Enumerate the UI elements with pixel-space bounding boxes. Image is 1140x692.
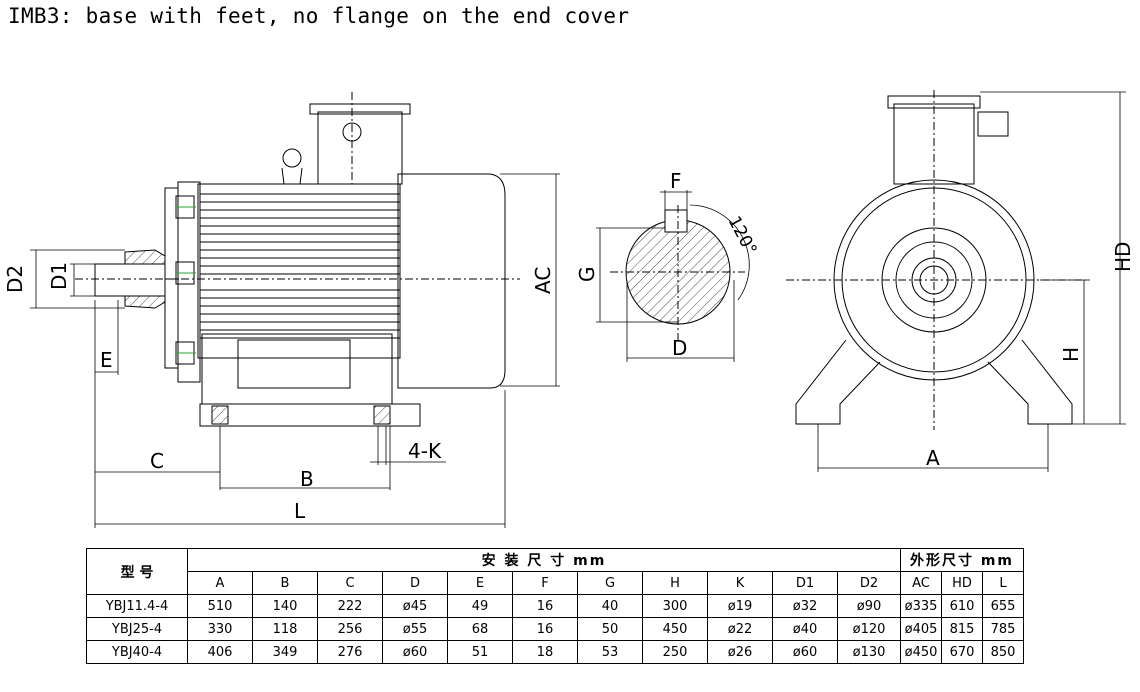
terminal-box	[317, 111, 403, 185]
value-cell: 785	[982, 617, 1024, 641]
value-cell: 18	[512, 640, 578, 664]
value-cell: ø60	[382, 640, 448, 664]
cooling-fins	[197, 183, 401, 359]
base	[201, 333, 393, 405]
value-cell: ø55	[382, 617, 448, 641]
label-e: E	[100, 348, 113, 372]
lifting-eye	[282, 148, 302, 168]
column-header: K	[707, 571, 773, 595]
value-cell: 670	[941, 640, 983, 664]
end-shield	[177, 181, 201, 383]
model-header: 型 号	[86, 548, 188, 595]
value-cell: ø60	[772, 640, 838, 664]
label-l: L	[294, 499, 306, 523]
value-cell: ø45	[382, 594, 448, 618]
value-cell: ø26	[707, 640, 773, 664]
value-cell: 610	[941, 594, 983, 618]
value-cell: ø130	[837, 640, 901, 664]
column-header: D1	[772, 571, 838, 595]
value-cell: ø450	[900, 640, 942, 664]
value-cell: ø19	[707, 594, 773, 618]
label-g: G	[575, 267, 599, 283]
value-cell: 53	[577, 640, 643, 664]
value-cell: 510	[187, 594, 253, 618]
dimension-labels: D2 D1 E C B L AC 4-K F 120° G D HD H A	[3, 169, 1135, 523]
value-cell: 51	[447, 640, 513, 664]
column-header: G	[577, 571, 643, 595]
side-dimensions	[30, 173, 560, 528]
value-cell: 330	[187, 617, 253, 641]
value-cell: 140	[252, 594, 318, 618]
value-cell: 450	[642, 617, 708, 641]
label-c: C	[150, 449, 164, 473]
value-cell: ø22	[707, 617, 773, 641]
value-cell: ø335	[900, 594, 942, 618]
label-a: A	[926, 446, 940, 470]
value-cell: 256	[317, 617, 383, 641]
value-cell: ø40	[772, 617, 838, 641]
value-cell: 49	[447, 594, 513, 618]
shaft-section	[596, 190, 750, 362]
column-header: D	[382, 571, 448, 595]
end-terminal-box	[893, 103, 975, 185]
label-4k: 4-K	[408, 439, 442, 463]
label-f: F	[670, 169, 682, 193]
value-cell: 815	[941, 617, 983, 641]
motor-drawing: D2 D1 E C B L AC 4-K F 120° G D HD H A	[3, 90, 1135, 528]
fan-cover	[397, 173, 506, 389]
left-foot	[795, 339, 881, 425]
column-header: A	[187, 571, 253, 595]
value-cell: 300	[642, 594, 708, 618]
value-cell: 50	[577, 617, 643, 641]
column-header: E	[447, 571, 513, 595]
label-d2: D2	[3, 265, 27, 293]
value-cell: ø32	[772, 594, 838, 618]
column-header: AC	[900, 571, 942, 595]
model-cell: YBJ40-4	[86, 640, 188, 664]
value-cell: 850	[982, 640, 1024, 664]
model-cell: YBJ25-4	[86, 617, 188, 641]
install-dimensions-header: 安 装 尺 寸 mm	[187, 548, 901, 572]
end-view	[786, 90, 1126, 472]
model-cell: YBJ11.4-4	[86, 594, 188, 618]
label-b: B	[300, 467, 314, 491]
label-h: H	[1059, 347, 1083, 362]
value-cell: 349	[252, 640, 318, 664]
label-d1: D1	[47, 262, 71, 290]
table-header-row: 型 号 安 装 尺 寸 mm 外形尺寸 mm	[86, 548, 1024, 595]
column-header: C	[317, 571, 383, 595]
column-header: F	[512, 571, 578, 595]
shaft	[94, 263, 166, 297]
value-cell: 222	[317, 594, 383, 618]
column-header: HD	[941, 571, 983, 595]
value-cell: 406	[187, 640, 253, 664]
value-cell: ø405	[900, 617, 942, 641]
column-header: H	[642, 571, 708, 595]
value-cell: ø90	[837, 594, 901, 618]
column-header: L	[982, 571, 1024, 595]
value-cell: 16	[512, 594, 578, 618]
column-header: D2	[837, 571, 901, 595]
label-ac: AC	[531, 267, 555, 294]
label-d: D	[672, 336, 687, 360]
value-cell: 276	[317, 640, 383, 664]
side-view	[30, 92, 560, 528]
label-angle: 120°	[724, 213, 761, 259]
value-cell: 655	[982, 594, 1024, 618]
value-cell: 250	[642, 640, 708, 664]
value-cell: 118	[252, 617, 318, 641]
value-cell: 40	[577, 594, 643, 618]
label-hd: HD	[1111, 242, 1135, 272]
column-header: B	[252, 571, 318, 595]
outline-dimensions-header: 外形尺寸 mm	[900, 548, 1024, 572]
value-cell: 68	[447, 617, 513, 641]
value-cell: 16	[512, 617, 578, 641]
value-cell: ø120	[837, 617, 901, 641]
drawing-title: IMB3: base with feet, no flange on the e…	[8, 4, 630, 28]
